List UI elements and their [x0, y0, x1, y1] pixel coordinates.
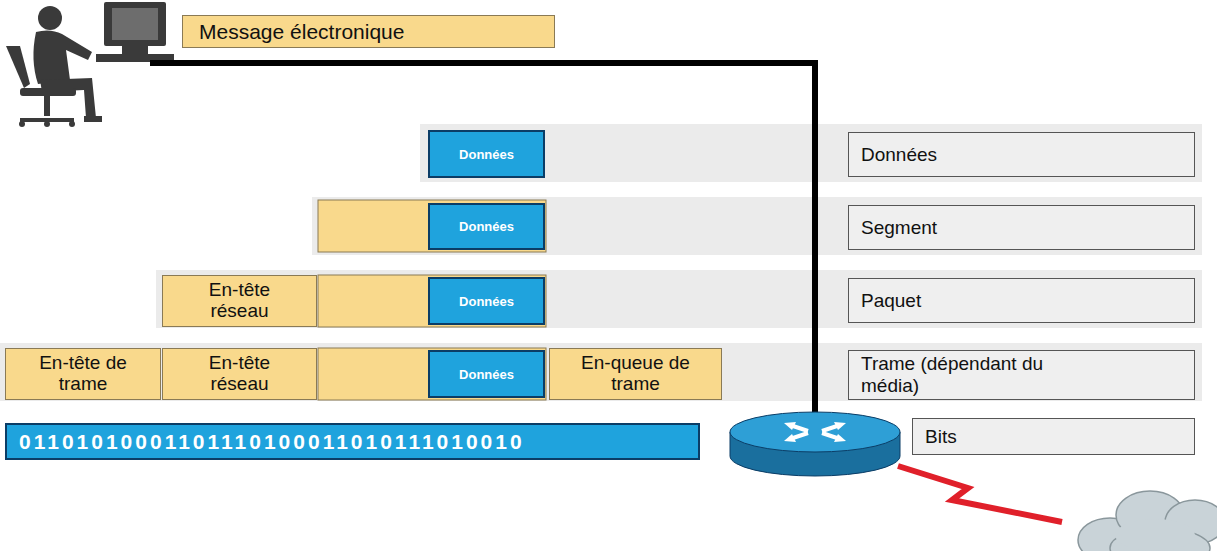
data-box: Données [428, 277, 545, 325]
layer-band [156, 270, 1202, 328]
box-text: Message électronique [199, 20, 404, 44]
segment-header [318, 275, 546, 327]
box-text: Données [459, 367, 514, 382]
box-text: Bits [925, 426, 957, 448]
box-text: Trame (dépendant du média) [861, 353, 1091, 397]
data-box: Données [428, 130, 545, 178]
wan-cloud [1078, 491, 1217, 551]
layer-band [312, 197, 1202, 255]
frame-header: En-tête de trame [5, 348, 161, 400]
box-text: En-queue de trame [576, 353, 696, 394]
layer-label: Paquet [848, 278, 1195, 323]
box-text: En-tête réseau [185, 280, 295, 321]
data-box: Données [428, 203, 545, 250]
frame-trailer: En-queue de trame [549, 348, 722, 400]
layer-band [420, 124, 1202, 182]
layer-label: Trame (dépendant du média) [848, 350, 1195, 400]
box-text: Données [459, 219, 514, 234]
layer-label: Données [848, 132, 1195, 177]
segment-header [318, 200, 546, 252]
box-text: Données [861, 144, 937, 166]
serial-link [898, 466, 1062, 522]
box-text: 01101010001101110100011010111010010 [19, 430, 525, 454]
box-text: Données [459, 294, 514, 309]
network-header: En-tête réseau [162, 348, 317, 400]
network-cable [150, 63, 815, 422]
data-box: Données [428, 350, 545, 398]
layer-label: Bits [912, 418, 1195, 455]
segment-header [318, 348, 546, 400]
layer-label: Segment [848, 205, 1195, 250]
box-text: En-tête réseau [185, 353, 295, 394]
box-text: Paquet [861, 290, 921, 312]
network-header: En-tête réseau [162, 275, 317, 327]
message-box: Message électronique [182, 15, 555, 48]
user-icon [6, 2, 174, 127]
layer-band [0, 343, 1202, 401]
box-text: Données [459, 147, 514, 162]
bit-stream: 01101010001101110100011010111010010 [5, 423, 700, 460]
router-icon [730, 412, 900, 476]
box-text: Segment [861, 217, 937, 239]
box-text: En-tête de trame [23, 353, 143, 394]
